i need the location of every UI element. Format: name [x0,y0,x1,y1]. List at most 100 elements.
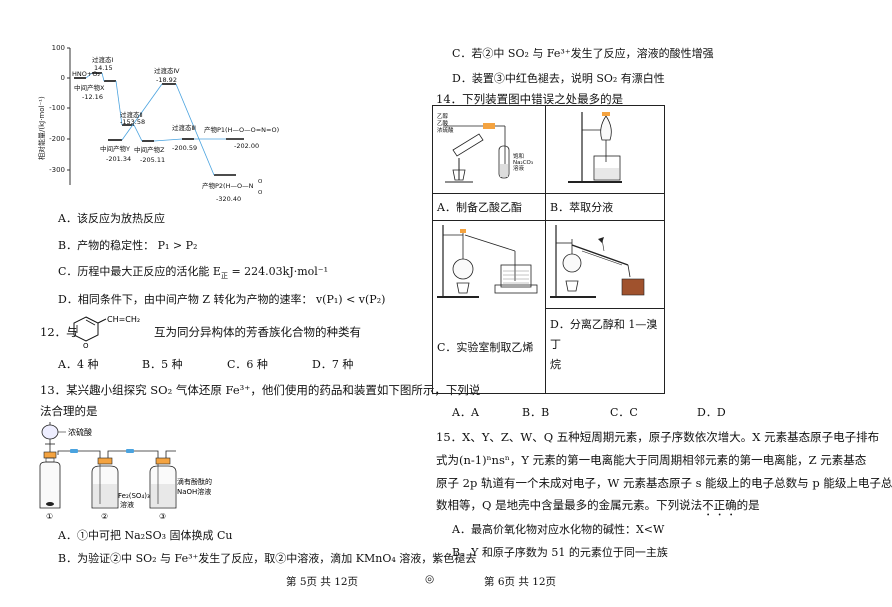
q11-option-c-suffix: = 224.03kJ·mol⁻¹ [227,265,329,278]
q13-label-fe-2: 溶液 [120,500,134,509]
q14-cell-a: A．制备乙酸乙酯 [432,193,546,221]
state-ts4-value: -18.92 [156,76,177,84]
q12-stem-num: 12．与 [40,325,78,339]
q14-option-c: C．C [610,406,638,419]
state-ts2-label: 过渡态Ⅱ [120,110,143,119]
q14-image-a-label-solution: 溶液 [513,164,525,172]
q13-option-b: B．为验证②中 SO₂ 与 Fe³⁺发生了反应，取②中溶液，滴加 KMnO₄ 溶… [58,552,477,565]
tick-100: 100 [52,44,65,52]
q13-bottle-2-number: ② [101,512,108,521]
q11-option-d-formula: v(P₁) < v(P₂) [315,293,386,306]
q13-label-naoh-2: NaOH溶液 [177,487,211,496]
q15-line2: 式为(n-1)ⁿnsⁿ，Y 元素的第一电离能大于同周期相邻元素的第一电离能，Z … [436,453,867,467]
q14-cell-d-text-line1: D．分离乙醇和 1—溴丁 [550,318,658,351]
q14-cell-b-image [545,105,665,194]
q11-option-c-prefix: C．历程中最大正反应的活化能 E [58,265,221,278]
q15-line4: 数相等，Q 是地壳中含量最多的金属元素。下列说法不正确的是 [436,497,760,519]
q12-option-a: A．4 种 [58,358,99,371]
q15-line3: 原子 2p 轨道有一个未成对电子，W 元素基态原子 s 能级上的电子总数与 p … [436,476,892,490]
q13-option-d: D．装置③中红色褪去，说明 SO₂ 有漂白性 [452,72,665,85]
q14-cell-d-text-line2: 烷 [550,358,561,371]
q11-option-d: D．相同条件下，由中间产物 Z 转化为产物的速率： v(P₁) < v(P₂) [58,291,385,307]
tick-m300: -300 [49,166,65,174]
state-ts1-value: 14.15 [94,64,113,72]
q14-cell-a-text: A．制备乙酸乙酯 [437,201,522,214]
q13-label-fe-1: Fe₂(SO₄)₃ [118,492,150,500]
q13-option-c: C．若②中 SO₂ 与 Fe³⁺发生了反应，溶液的酸性增强 [452,47,714,60]
q14-image-c [437,225,538,298]
q15-line1: 15．X、Y、Z、W、Q 五种短周期元素，原子序数依次增大。X 元素基态原子电子… [436,430,880,444]
footer-page-left: 第 5页 共 12页 [286,576,359,588]
q13-label-naoh-1: 滴有酚酞的 [177,477,212,486]
q14-cell-c: C．实验室制取乙烯 [432,220,546,394]
q11-option-c-sub: 正 [220,272,228,281]
q14-cell-b-text: B．萃取分液 [550,201,614,214]
state-y-label: 中间产物Y [100,144,130,153]
q11-option-b-formula: P₁ > P₂ [157,239,198,252]
q14-option-d: D．D [697,406,726,419]
q12-ring-oxygen: O [83,342,89,350]
y-axis-label: 相对能量/(kJ·mol⁻¹) [37,96,46,160]
q15-line4-pre: 数相等，Q 是地壳中含量最多的金属元素。下列说法 [436,498,703,512]
tick-m200: -200 [49,135,65,143]
q11-option-d-prefix: D．相同条件下，由中间产物 Z 转化为产物的速率： [58,293,313,306]
q11-option-c: C．历程中最大正反应的活化能 E正 = 224.03kJ·mol⁻¹ [58,263,328,281]
q12-option-b: B．5 种 [142,358,183,371]
state-p2-branch-top: O [258,179,263,185]
q12-option-c: C．6 种 [227,358,268,371]
energy-diagram: 100 0 -100 -200 -300 相对能量/(kJ·mol⁻¹) [37,44,279,203]
state-x-value: -12.16 [82,93,103,101]
q11-option-b: B．产物的稳定性： P₁ > P₂ [58,237,197,253]
q13-label-acid: 浓硫酸 [68,427,92,437]
state-p1-value: -202.00 [234,142,259,150]
tick-m100: -100 [49,104,65,112]
q13-apparatus: 浓硫酸 Fe₂(SO₄)₃ 溶液 滴有酚酞的 NaOH溶液 ① ② ③ [39,422,212,521]
q14-image-a-label-acetic: 乙酸 [437,119,449,127]
q14-stem: 14．下列装置图中错误之处最多的是 [436,92,624,106]
state-ts4-label: 过渡态Ⅳ [154,66,180,75]
q14-cell-b: B．萃取分液 [545,193,665,221]
state-z-label: 中间产物Z [134,145,165,154]
q14-image-a: 乙醇 乙酸 浓硫酸 饱和 Na₂CO₃ 溶液 [437,112,533,183]
q14-cell-d-image [545,220,665,309]
q14-image-a-label-ethanol: 乙醇 [437,112,449,120]
q13-stem-line2: 法合理的是 [40,404,98,418]
q14-image-a-label-h2so4: 浓硫酸 [437,126,454,134]
q13-stem-line1: 13．某兴趣小组探究 SO₂ 气体还原 Fe³⁺，他们使用的药品和装置如下图所示… [40,383,481,397]
state-p2-branch-bottom: O [258,190,263,196]
footer-page-right: 第 6页 共 12页 [484,576,557,588]
q12-option-d: D．7 种 [312,358,354,371]
q14-image-a-label-sat: 饱和 [513,152,524,160]
state-x-label: 中间产物X [74,83,105,92]
state-ts3-value: -200.59 [172,144,197,152]
state-ts3-label: 过渡态Ⅲ [172,123,196,132]
q13-bottle-1-number: ① [46,512,53,521]
state-start-label: HNO+O₂ [72,70,100,78]
q13-option-a: A．①中可把 Na₂SO₃ 固体换成 Cu [58,529,233,542]
q12-structure: O CH=CH₂ [73,315,140,350]
q15-option-a: A．最高价氧化物对应水化物的碱性：X<W [452,523,665,536]
state-y-value: -201.34 [106,155,131,163]
q12-stem: 互为同分异构体的芳香族化合物的种类有 [154,325,361,339]
q15-line4-emphasis: 不正确 [702,498,737,512]
q15-line4-post: 的是 [736,498,760,512]
q14-cell-c-text: C．实验室制取乙烯 [437,341,534,354]
q15-option-b: B．Y 和原子序数为 51 的元素位于同一主族 [452,546,668,559]
tick-0: 0 [61,74,65,82]
state-p2-value: -320.40 [216,195,241,203]
q13-bottle-3-number: ③ [159,512,166,521]
q12-vinyl-group: CH=CH₂ [107,315,140,324]
q14-image-a-label-na2co3: Na₂CO₃ [513,160,533,166]
state-ts1-label: 过渡态Ⅰ [92,55,114,64]
state-p1-label: 产物P1(H—O—O=N=O) [204,125,279,134]
q14-cell-d: D．分离乙醇和 1—溴丁 烷 [545,308,665,394]
state-p2-label: 产物P2(H—O—N [202,181,254,190]
state-z-value: -205.11 [140,156,165,164]
q11-option-b-prefix: B．产物的稳定性： [58,239,155,252]
q14-option-b: B．B [522,406,550,419]
q14-cell-a-image: 乙醇 乙酸 浓硫酸 饱和 Na₂CO₃ 溶液 [432,105,546,194]
q11-option-a: A．该反应为放热反应 [58,212,165,225]
q14-image-b [568,112,622,183]
state-ts2-value: -153.58 [120,118,145,126]
q14-image-d [550,225,645,298]
